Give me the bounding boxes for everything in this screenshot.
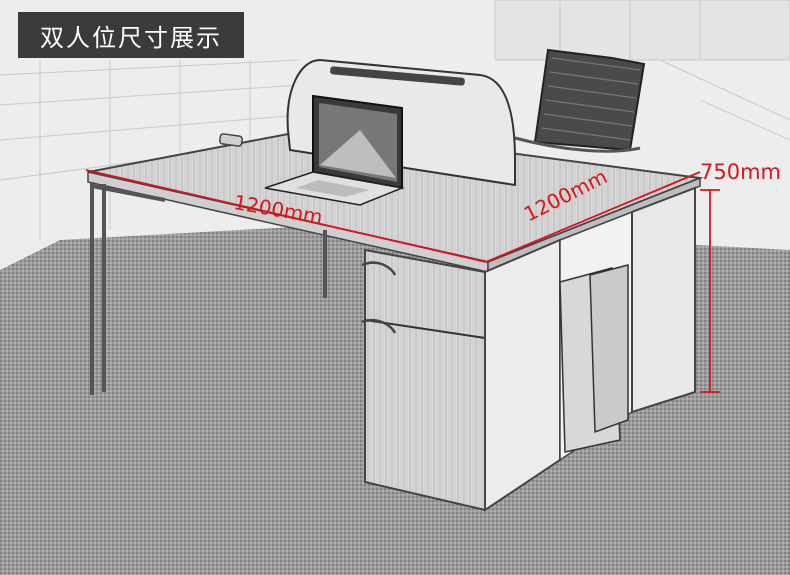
dimension-height-label: 750mm xyxy=(700,160,781,184)
page-title: 双人位尺寸展示 xyxy=(18,12,244,58)
desk-legs xyxy=(90,182,327,395)
drawer-cabinet xyxy=(361,186,696,512)
cable-port xyxy=(219,133,243,147)
wastebaskets xyxy=(559,264,629,453)
background-wall-panels xyxy=(0,0,790,240)
dimension-lines xyxy=(85,169,720,393)
laptop xyxy=(264,94,405,206)
office-chair xyxy=(514,48,646,153)
